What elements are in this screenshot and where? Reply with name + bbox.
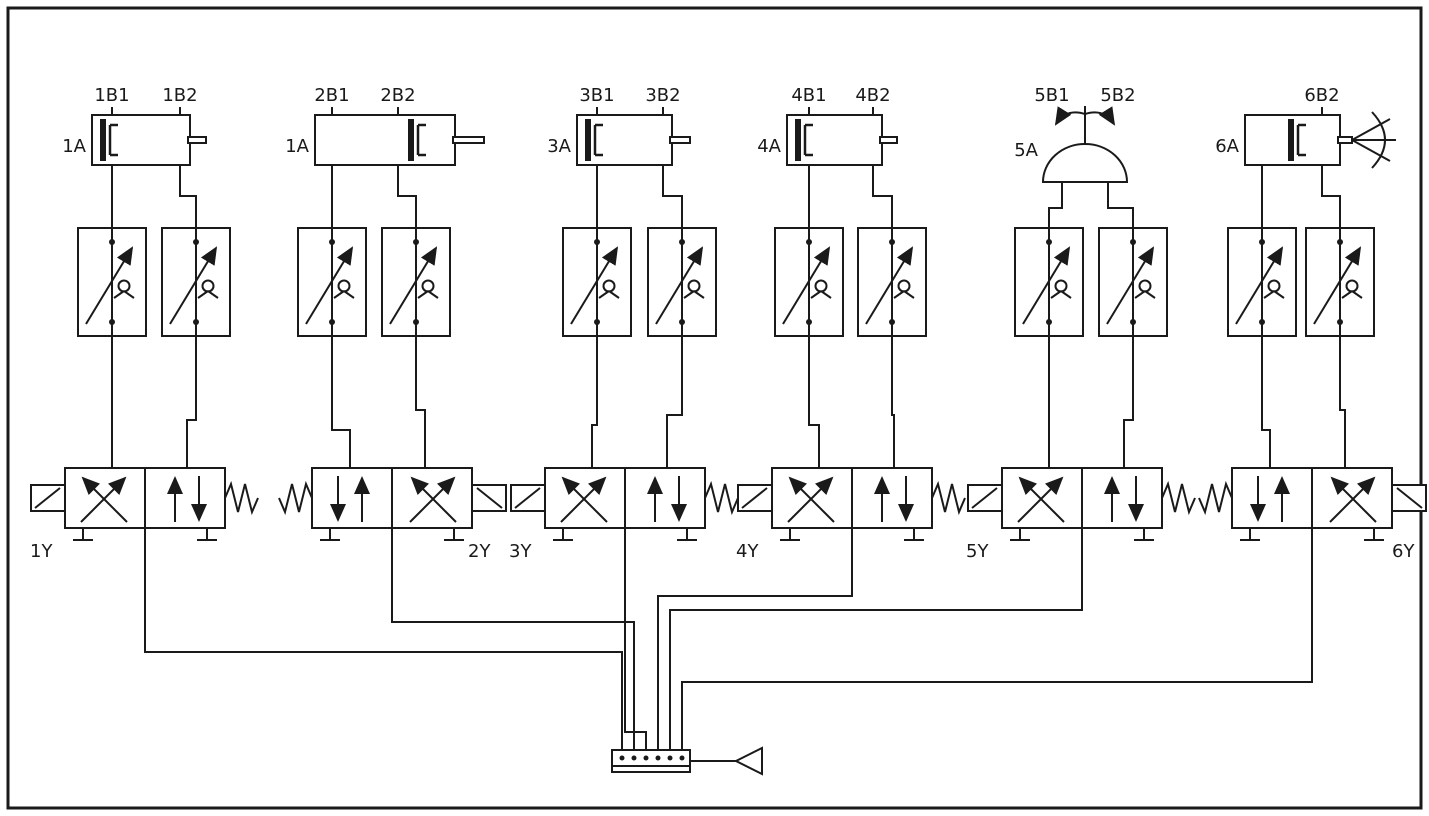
flow-control-left-icon [1015,228,1083,336]
manifold-icon [611,749,691,773]
sensor-label: 3B1 [579,85,614,106]
station-1-tubing [111,165,623,750]
sensor-label: 1B2 [162,85,197,106]
actuator-label: 5A [1014,140,1038,161]
piston-rod-end [452,136,485,144]
sensor-label: 3B2 [645,85,680,106]
station-1: 1B1 1B2 1A 1Y [30,85,258,562]
station-5-tubing [669,182,1134,750]
station-3-tubing [591,165,683,750]
manifold-assembly [611,746,763,776]
manifold-ports [619,755,685,761]
valve-label: 2Y [468,541,491,562]
air-supply-icon [733,746,763,776]
station-2-tubing [331,165,635,750]
flow-control-left-icon [775,228,843,336]
valve-label: 6Y [1392,541,1415,562]
sensor-label: 6B2 [1304,85,1339,106]
valve-label: 4Y [736,541,759,562]
sensor-label: 1B1 [94,85,129,106]
sensor-label: 5B2 [1100,85,1135,106]
cylinder-icon [576,114,673,166]
flow-control-right-icon [858,228,926,336]
station-3: 3B1 3B2 3A 3Y [509,85,738,562]
sensor-label: 2B2 [380,85,415,106]
station-2: 2B1 2B2 1A 2Y [279,85,506,562]
sensor-label: 4B1 [791,85,826,106]
station-6: 6B2 6A 6Y [1199,85,1426,562]
piston-rod-end [187,136,207,144]
station-4-tubing [657,165,895,750]
cylinder-icon [786,114,883,166]
sensor-label: 5B1 [1034,85,1069,106]
flow-control-right-icon [162,228,230,336]
diagram-border [6,6,1423,810]
flow-control-left-icon [1228,228,1296,336]
valve-label: 3Y [509,541,532,562]
actuator-label: 1A [62,136,86,157]
piston-rod-end [879,136,898,144]
sensor-ticks [331,107,399,115]
flow-control-left-icon [298,228,366,336]
air-nozzle-icon [1351,111,1396,169]
cylinder-icon [314,114,456,166]
flow-control-right-icon [1306,228,1374,336]
piston-rod-end [669,136,691,144]
vacuum-suction-cup-icon [1041,106,1129,183]
station-4: 4B1 4B2 4A 4Y [736,85,965,562]
piston-rod-end [1337,136,1353,144]
flow-control-right-icon [382,228,450,336]
cylinder-icon [91,114,191,166]
actuator-label: 6A [1215,136,1239,157]
tubing-lines [111,165,1346,750]
sensor-ticks [596,107,664,115]
station-5: 5B1 5B2 5A 5Y [966,85,1195,562]
station-6-tubing [681,165,1346,750]
actuator-label: 1A [285,136,309,157]
actuator-label: 3A [547,136,571,157]
flow-control-right-icon [648,228,716,336]
flow-control-left-icon [563,228,631,336]
sensor-label: 2B1 [314,85,349,106]
flow-control-left-icon [78,228,146,336]
sensor-ticks [808,107,874,115]
sensor-ticks [111,107,181,115]
valve-label: 1Y [30,541,53,562]
sensor-label: 4B2 [855,85,890,106]
actuator-label: 4A [757,136,781,157]
flow-control-right-icon [1099,228,1167,336]
valve-label: 5Y [966,541,989,562]
